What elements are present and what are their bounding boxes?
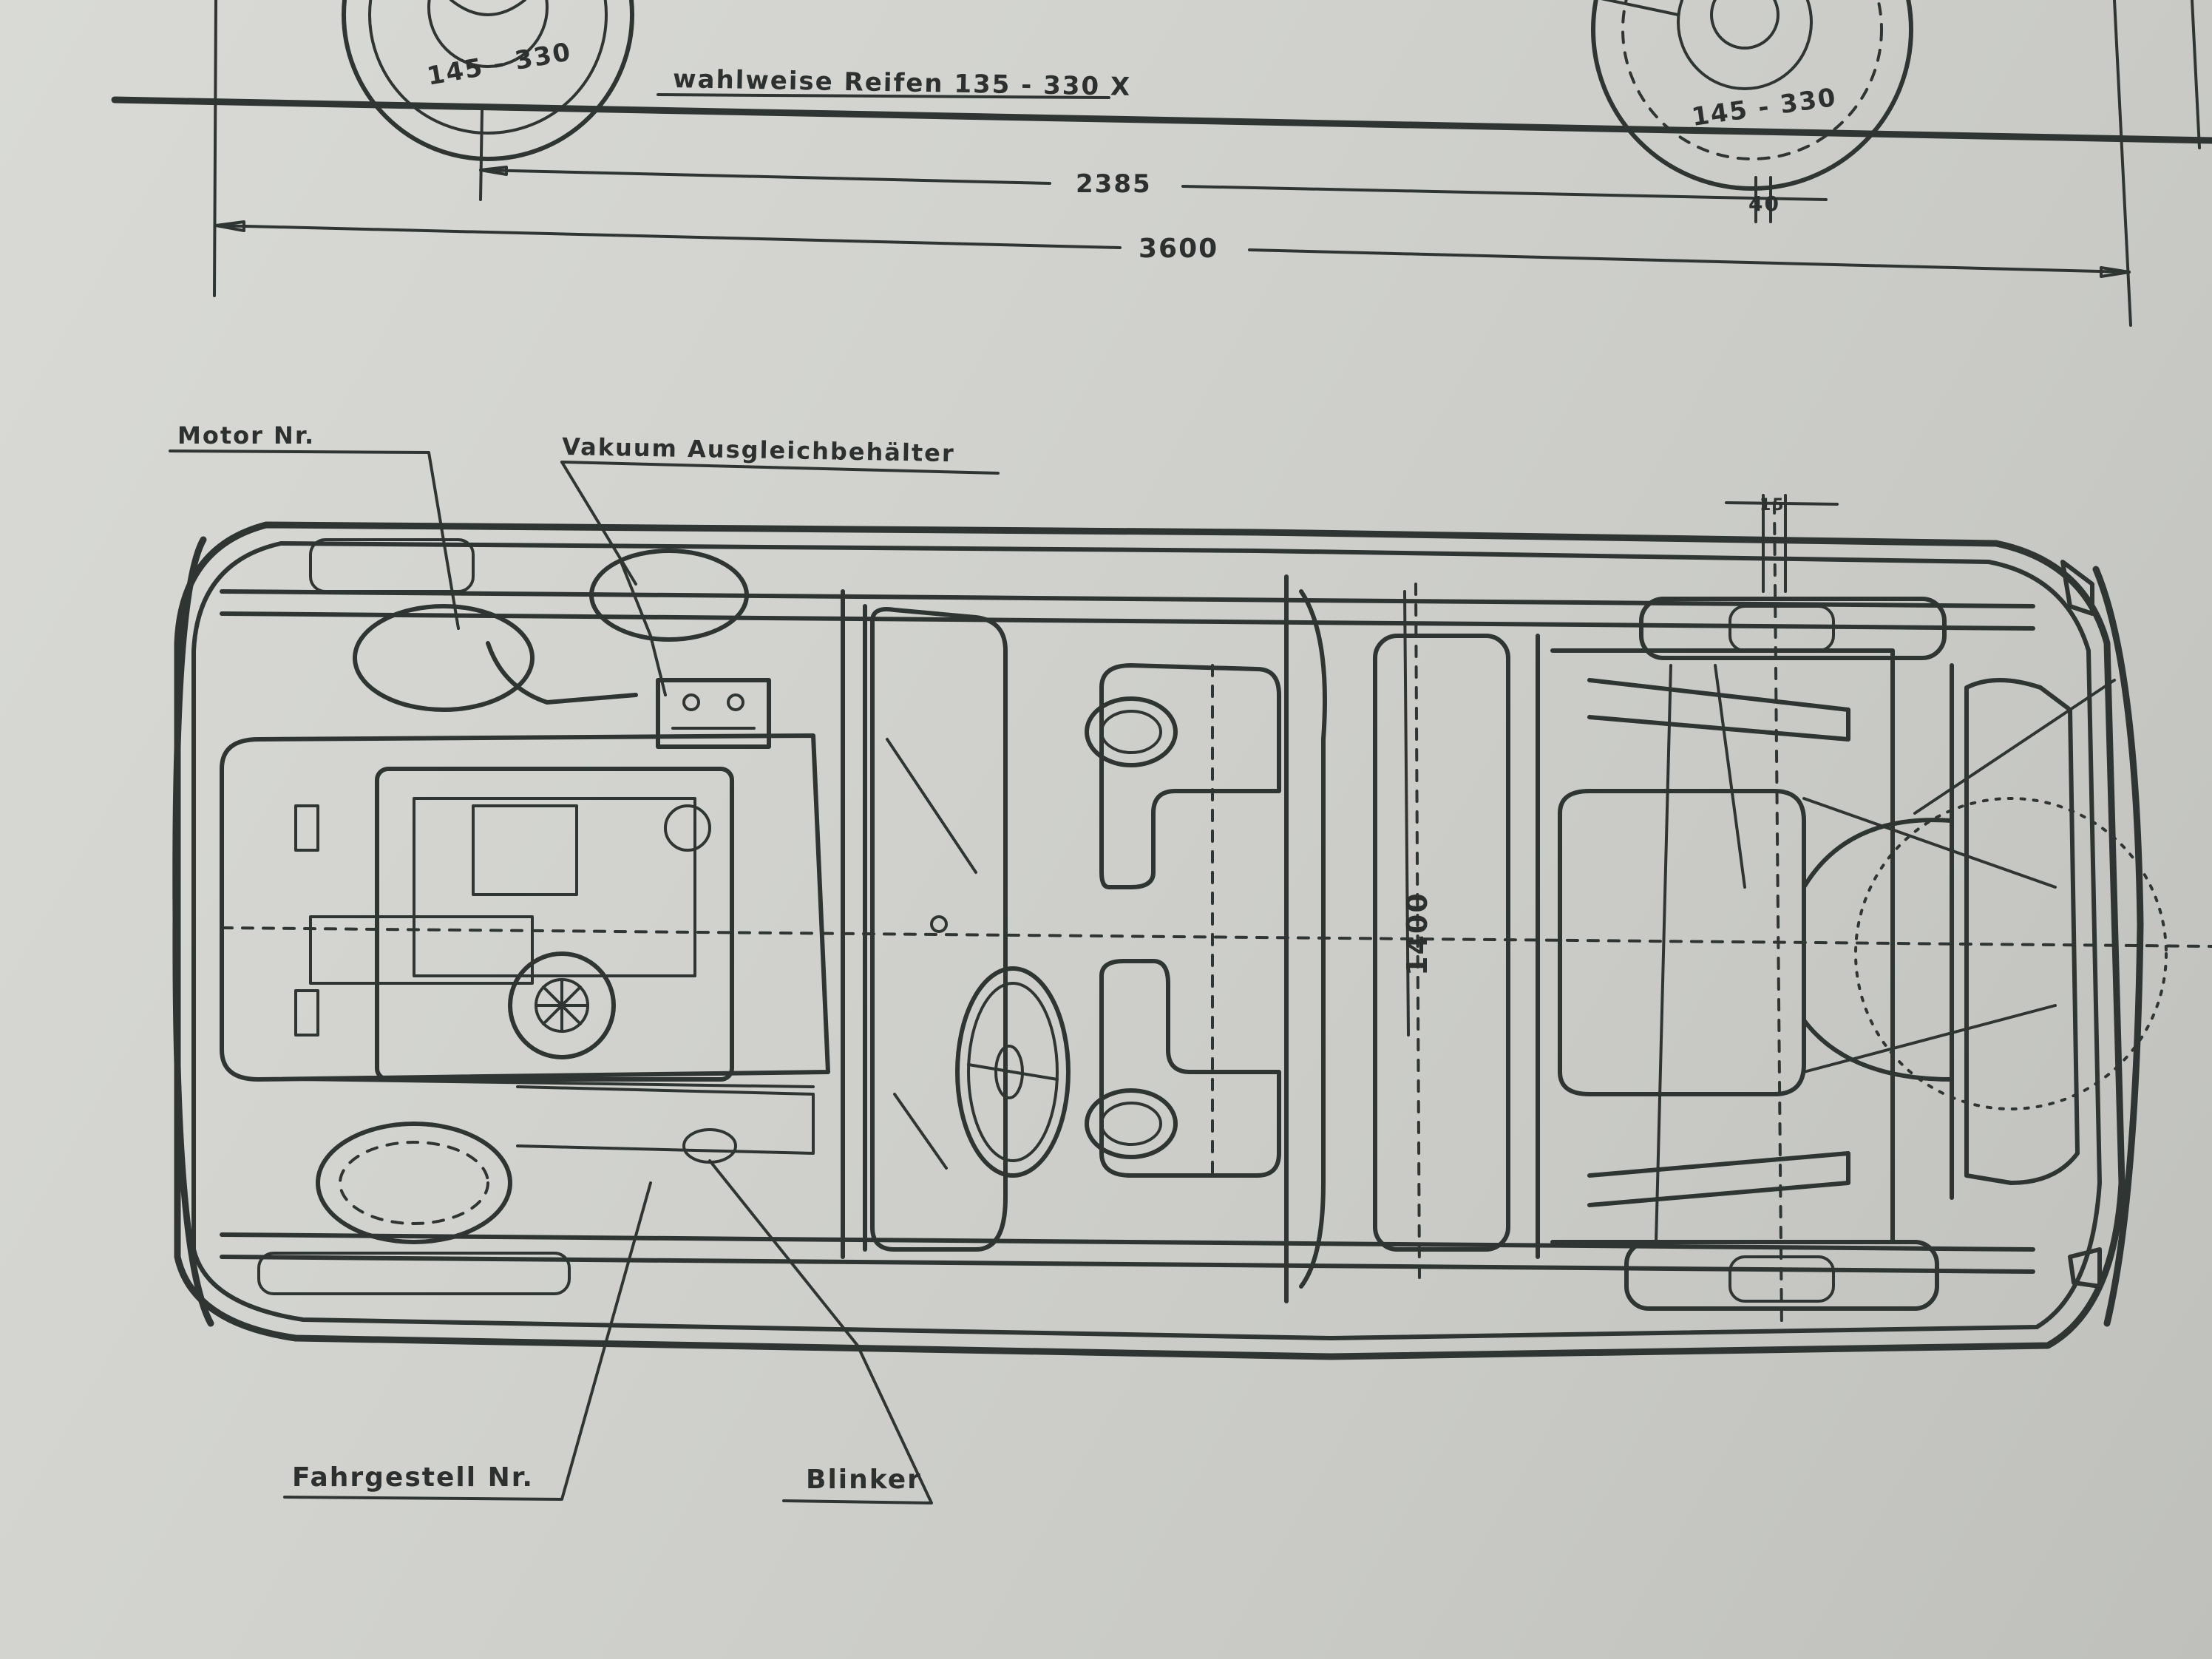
frame-rail-top <box>220 589 2035 608</box>
front-wheel <box>342 0 634 161</box>
label-blinker: Blinker <box>806 1465 922 1495</box>
tire-size-rear: 145 - 330 <box>1690 83 1839 132</box>
rear-bumper <box>2092 566 2144 1327</box>
ground-line <box>111 96 2212 144</box>
length-dimline-left <box>214 224 1122 249</box>
length-dimline-right <box>1248 248 2131 274</box>
wheelbase-dimline-right <box>1181 185 1828 201</box>
wheelbase-value: 2385 <box>1076 169 1152 199</box>
leader-blinker <box>708 1159 933 1504</box>
rear-wheel-top <box>1639 597 1947 660</box>
tire-size-front: 145 - 330 <box>425 37 574 92</box>
steering-wheel <box>955 966 1071 1178</box>
front-axle-line <box>479 109 484 201</box>
plan-view <box>169 449 2212 1504</box>
leader-vacuum <box>560 461 637 586</box>
rear-wheel <box>1591 0 1913 191</box>
wheelbase-dimline-left <box>479 169 1051 185</box>
center-line <box>220 926 2212 948</box>
label-chassis: Fahrgestell Nr. <box>292 1462 534 1493</box>
offset-top-value: 15 <box>1760 496 1785 515</box>
rear-axle-centerline <box>1773 501 1783 1332</box>
leader-chassis <box>283 1181 652 1501</box>
label-vacuum: Vakuum Ausgleichbehälter <box>562 432 955 467</box>
leader-motor <box>169 449 460 630</box>
offset-dimline <box>1725 501 1839 506</box>
rear-datum-line <box>2113 0 2132 327</box>
label-motor: Motor Nr. <box>177 421 315 449</box>
footwell <box>870 607 1008 1252</box>
front-wheel-top <box>353 604 535 712</box>
offset-small-value: 40 <box>1748 191 1780 216</box>
body-inner-outline <box>191 541 2102 1340</box>
engine-block <box>220 549 830 1164</box>
spare-wheel <box>1854 797 2168 1110</box>
control-box <box>656 678 771 749</box>
front-wheel-bottom <box>316 1122 512 1244</box>
width-value: 1400 <box>1401 892 1434 976</box>
vacuum-tank <box>589 549 749 642</box>
frame-rail-bottom <box>220 1232 2035 1252</box>
rear-seat <box>1558 789 1806 1096</box>
fan-wheel <box>508 951 616 1059</box>
front-bumper <box>172 536 214 1327</box>
spare-wheel-well <box>1964 678 2080 1185</box>
side-view <box>111 0 2212 327</box>
front-seat-top <box>1085 663 1281 889</box>
floor-pan <box>1373 634 1510 1252</box>
front-seat-bottom <box>1085 959 1281 1178</box>
overall-length-value: 3600 <box>1139 234 1218 264</box>
front-datum-line <box>213 0 217 297</box>
